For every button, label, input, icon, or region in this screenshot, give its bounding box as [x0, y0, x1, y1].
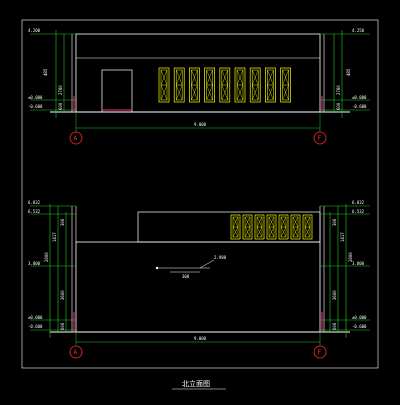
lower-right-dim-4: 3600 [332, 290, 337, 300]
upper-window [280, 67, 291, 103]
upper-grid-label-f: F [318, 135, 322, 142]
lower-building-outline [75, 241, 321, 333]
lower-callout-dot [155, 266, 159, 270]
lower-clerestory [137, 211, 321, 243]
upper-overall-dim: 9.000 [194, 122, 207, 127]
upper-window [234, 67, 246, 103]
lower-left-dim-3: 2800 [44, 252, 49, 262]
upper-window [204, 67, 215, 103]
drawing-frame [21, 19, 379, 369]
lower-callout-dim: 300 [182, 274, 190, 279]
upper-right-level-3: -0.600 [352, 104, 367, 109]
upper-right-dim-2: 2780 [336, 85, 341, 95]
lower-window [290, 214, 301, 240]
lower-grid-bubble-a [69, 345, 83, 359]
lower-overall-dim: 9.000 [194, 336, 207, 341]
lower-right-level-2: 6.532 [352, 209, 365, 214]
lower-callout-leader [199, 259, 215, 269]
drawing-title: 北立面图 [182, 379, 210, 388]
lower-right-dim-5: 600 [332, 322, 337, 330]
upper-door [101, 69, 133, 113]
lower-window-group [230, 214, 313, 240]
lower-left-dim-4: 3600 [60, 290, 65, 300]
upper-right-dim-3: 600 [336, 102, 341, 110]
upper-left-dim-3: 600 [58, 102, 63, 110]
upper-window-group [158, 67, 291, 103]
lower-window [278, 214, 289, 240]
upper-left-dim-2: 2780 [58, 85, 63, 95]
lower-right-level-4: ±0.000 [352, 315, 367, 320]
upper-window [173, 67, 185, 103]
lower-callout-level: 2.980 [214, 255, 227, 260]
lower-left-dim-1: 300 [60, 218, 65, 226]
upper-left-level-2: ±0.000 [28, 95, 43, 100]
upper-grid-bubble-f [313, 131, 327, 145]
upper-window [265, 67, 276, 103]
upper-window [158, 67, 170, 103]
upper-left-level-3: -0.600 [28, 104, 43, 109]
upper-window [249, 67, 261, 103]
upper-right-dim-1: 485 [346, 68, 351, 76]
lower-left-level-2: 6.532 [28, 209, 41, 214]
lower-window [230, 214, 241, 240]
lower-window [242, 214, 253, 240]
upper-left-level-1: 4.200 [28, 28, 41, 33]
lower-left-level-1: 6.832 [28, 200, 41, 205]
lower-right-level-1: 6.832 [352, 200, 365, 205]
upper-elevation: 4.200 ±0.000 -0.600 485 2780 600 4.250 ±… [28, 28, 370, 145]
lower-left-dim-5: 600 [60, 322, 65, 330]
lower-left-dim-2: 1417 [52, 232, 57, 242]
lower-window [266, 214, 277, 240]
upper-window [189, 67, 200, 103]
upper-right-level-2: ±0.000 [352, 95, 367, 100]
lower-elevation: 2.980 300 6.832 6.532 3.800 ±0.000 -0.60… [28, 200, 370, 359]
lower-left-level-4: ±0.000 [28, 315, 43, 320]
upper-window [219, 67, 231, 103]
upper-grid-bubble-a [69, 131, 83, 145]
lower-grid-label-a: A [74, 349, 78, 356]
lower-window [254, 214, 265, 240]
lower-right-level-5: -0.600 [352, 324, 367, 329]
upper-left-dim-1: 485 [43, 68, 48, 76]
lower-right-dim-1: 300 [332, 218, 337, 226]
upper-grid-label-a: A [74, 135, 78, 142]
lower-left-level-5: -0.600 [28, 324, 43, 329]
lower-grid-label-f: F [318, 349, 322, 356]
lower-left-level-3: 3.800 [28, 261, 41, 266]
lower-right-dim-3: 2800 [348, 252, 353, 262]
upper-right-level-1: 4.250 [352, 28, 365, 33]
lower-right-level-3: 3.800 [352, 261, 365, 266]
lower-window [302, 214, 313, 240]
lower-right-dim-2: 1417 [340, 232, 345, 242]
upper-building-outline [75, 33, 321, 113]
lower-grid-bubble-f [313, 345, 327, 359]
